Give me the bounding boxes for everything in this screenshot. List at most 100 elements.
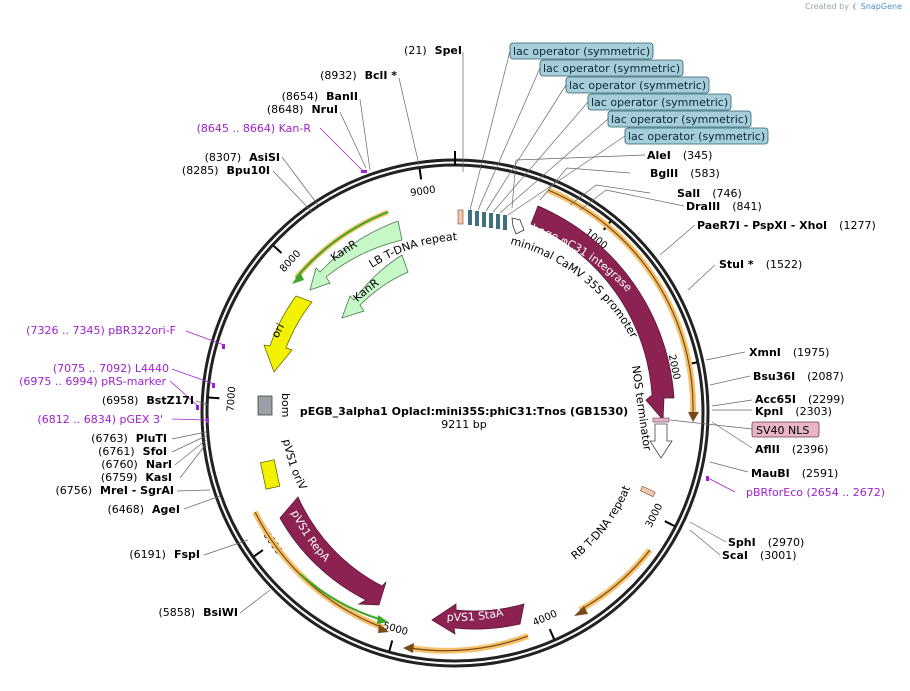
svg-text:SalI(746): SalI(746)	[677, 187, 742, 200]
primer-label: (7075 .. 7092) L4440	[53, 362, 169, 375]
svg-text:(8307)AsiSI: (8307)AsiSI	[205, 151, 280, 164]
feature-nos-terminator[interactable]	[649, 423, 673, 459]
sv40-connector	[669, 419, 753, 430]
tick-mark	[272, 244, 283, 254]
svg-text:XmnI(1975): XmnI(1975)	[749, 346, 829, 359]
connector-lines	[171, 50, 753, 614]
primer-label: pBRforEco (2654 .. 2672)	[746, 486, 885, 499]
orange-arc-left-lower	[252, 510, 386, 631]
orange-arc-bottom-head	[403, 643, 414, 653]
site-pos: (5858)	[158, 606, 195, 619]
svg-text:(8654)BanII: (8654)BanII	[282, 90, 358, 103]
site-name: AflII	[755, 443, 780, 456]
label-rb-repeat: RB T-DNA repeat	[569, 483, 634, 562]
svg-text:(8932)BclI *: (8932)BclI *	[320, 69, 397, 82]
site-pos: (1277)	[839, 219, 876, 232]
site-name: SpeI	[435, 44, 462, 57]
feature-kanr-1[interactable]	[309, 220, 403, 291]
site-pos: (6191)	[129, 548, 166, 561]
primer-label: (6812 .. 6834) pGEX 3'	[37, 413, 163, 426]
tick-mark	[548, 628, 556, 640]
orange-arc-right-lower-head	[574, 606, 588, 616]
feature-kanr-2[interactable]	[341, 254, 409, 319]
orange-arc-left-lower-head	[378, 624, 389, 633]
feature-pvs1-repa[interactable]	[279, 496, 387, 606]
svg-text:(5858)BsiWI: (5858)BsiWI	[158, 606, 238, 619]
site-name: Acc65I	[755, 393, 796, 406]
site-name: MauBI	[751, 467, 790, 480]
site-name: BglII	[650, 167, 678, 180]
site-pos: (6763)	[91, 432, 128, 445]
svg-text:(6761)SfoI: (6761)SfoI	[98, 445, 167, 458]
svg-text:(6759)KasI: (6759)KasI	[101, 471, 172, 484]
plasmid-length: 9211 bp	[441, 418, 486, 431]
site-name: BanII	[326, 90, 358, 103]
lac-operator-label: lac operator (symmetric)	[611, 113, 748, 126]
orange-arc-bottom	[409, 633, 530, 654]
sv40-nls-box	[751, 421, 820, 438]
tick-label: 7000	[226, 386, 239, 412]
site-pos: (2303)	[795, 405, 832, 418]
site-name: SphI	[728, 536, 756, 549]
orange-arc-phage-head	[688, 412, 699, 422]
green-arc-kanr-core	[295, 211, 389, 279]
tick-label: 3000	[644, 502, 665, 530]
feature-phage-integrase[interactable]	[530, 205, 675, 422]
snapgene-logo-icon: ❨	[851, 2, 859, 11]
svg-text:PaeR7I - PspXI - XhoI(1277): PaeR7I - PspXI - XhoI (1277)	[697, 219, 876, 232]
site-name: AleI	[647, 149, 671, 162]
site-pos: (8932)	[320, 69, 357, 82]
site-name: PluTI	[136, 432, 167, 445]
site-pos: (6760)	[101, 458, 138, 471]
lac-operator-label: lac operator (symmetric)	[628, 130, 765, 143]
primer-connectors	[169, 127, 736, 493]
svg-text:(6763)PluTI: (6763) PluTI	[91, 432, 167, 445]
orange-arc-left-lower-core	[254, 511, 385, 629]
site-name: DraIII	[686, 200, 720, 213]
green-arc-repa	[299, 573, 383, 621]
site-name: AgeI	[152, 503, 180, 516]
orange-arc-right-lower-core	[579, 549, 651, 611]
site-name: BstZ17I	[146, 394, 194, 407]
site-pos: (2396)	[792, 443, 829, 456]
svg-text:Bsu36I(2087): Bsu36I(2087)	[753, 370, 844, 383]
feature-bom[interactable]	[257, 395, 273, 416]
site-pos: (583)	[690, 167, 720, 180]
label-bom: bom	[279, 393, 292, 417]
site-pos: (3001)	[760, 549, 797, 562]
site-name: KpnI	[755, 405, 783, 418]
tick-mark	[208, 396, 220, 400]
sites-right: AleI(345) BglII(583) SalI(746) DraIII(84…	[647, 149, 876, 562]
site-pos: (6761)	[98, 445, 135, 458]
feature-pvs1-staa[interactable]	[431, 603, 525, 635]
feature-ori-label: ori	[269, 321, 287, 340]
svg-text:Acc65I(2299): Acc65I(2299)	[755, 393, 845, 406]
site-name: MreI - SgrAI	[100, 484, 174, 497]
site-name: PaeR7I - PspXI - XhoI	[697, 219, 827, 232]
site-pos: (6468)	[107, 503, 144, 516]
primer-labels: (8645 .. 8664) Kan-R (7326 .. 7345) pBR3…	[19, 122, 885, 499]
tick-mark	[664, 520, 676, 527]
tick-label: 4000	[531, 608, 559, 628]
site-pos: (2970)	[768, 536, 805, 549]
svg-text:(8285)Bpu10I: (8285)Bpu10I	[182, 164, 270, 177]
feature-oriv[interactable]	[259, 459, 281, 490]
site-pos: (8307)	[205, 151, 242, 164]
site-pos: (8648)	[267, 103, 304, 116]
sv40-nls-label: SV40 NLS	[756, 424, 809, 437]
site-pos: (6756)	[55, 484, 92, 497]
svg-text:(6756)MreI - SgrAI: (6756) MreI - SgrAI	[55, 484, 174, 497]
svg-text:RB T-DNA repeat: RB T-DNA repeat	[569, 483, 634, 562]
feature-ori[interactable]	[263, 295, 313, 373]
svg-text:AleI(345): AleI(345)	[647, 149, 712, 162]
snapgene-credit: Created by ❨ SnapGene	[804, 2, 902, 11]
lac-operator-label: lac operator (symmetric)	[591, 96, 728, 109]
svg-text:(6468)AgeI: (6468) AgeI	[107, 503, 180, 516]
site-name: FspI	[174, 548, 200, 561]
rb-repeat-mark	[639, 485, 656, 498]
svg-text:ScaI(3001): ScaI(3001)	[722, 549, 797, 562]
lac-operator-marks	[457, 209, 525, 235]
site-pos: (746)	[712, 187, 742, 200]
site-name: NarI	[146, 458, 172, 471]
tick-label: 9000	[410, 185, 437, 200]
